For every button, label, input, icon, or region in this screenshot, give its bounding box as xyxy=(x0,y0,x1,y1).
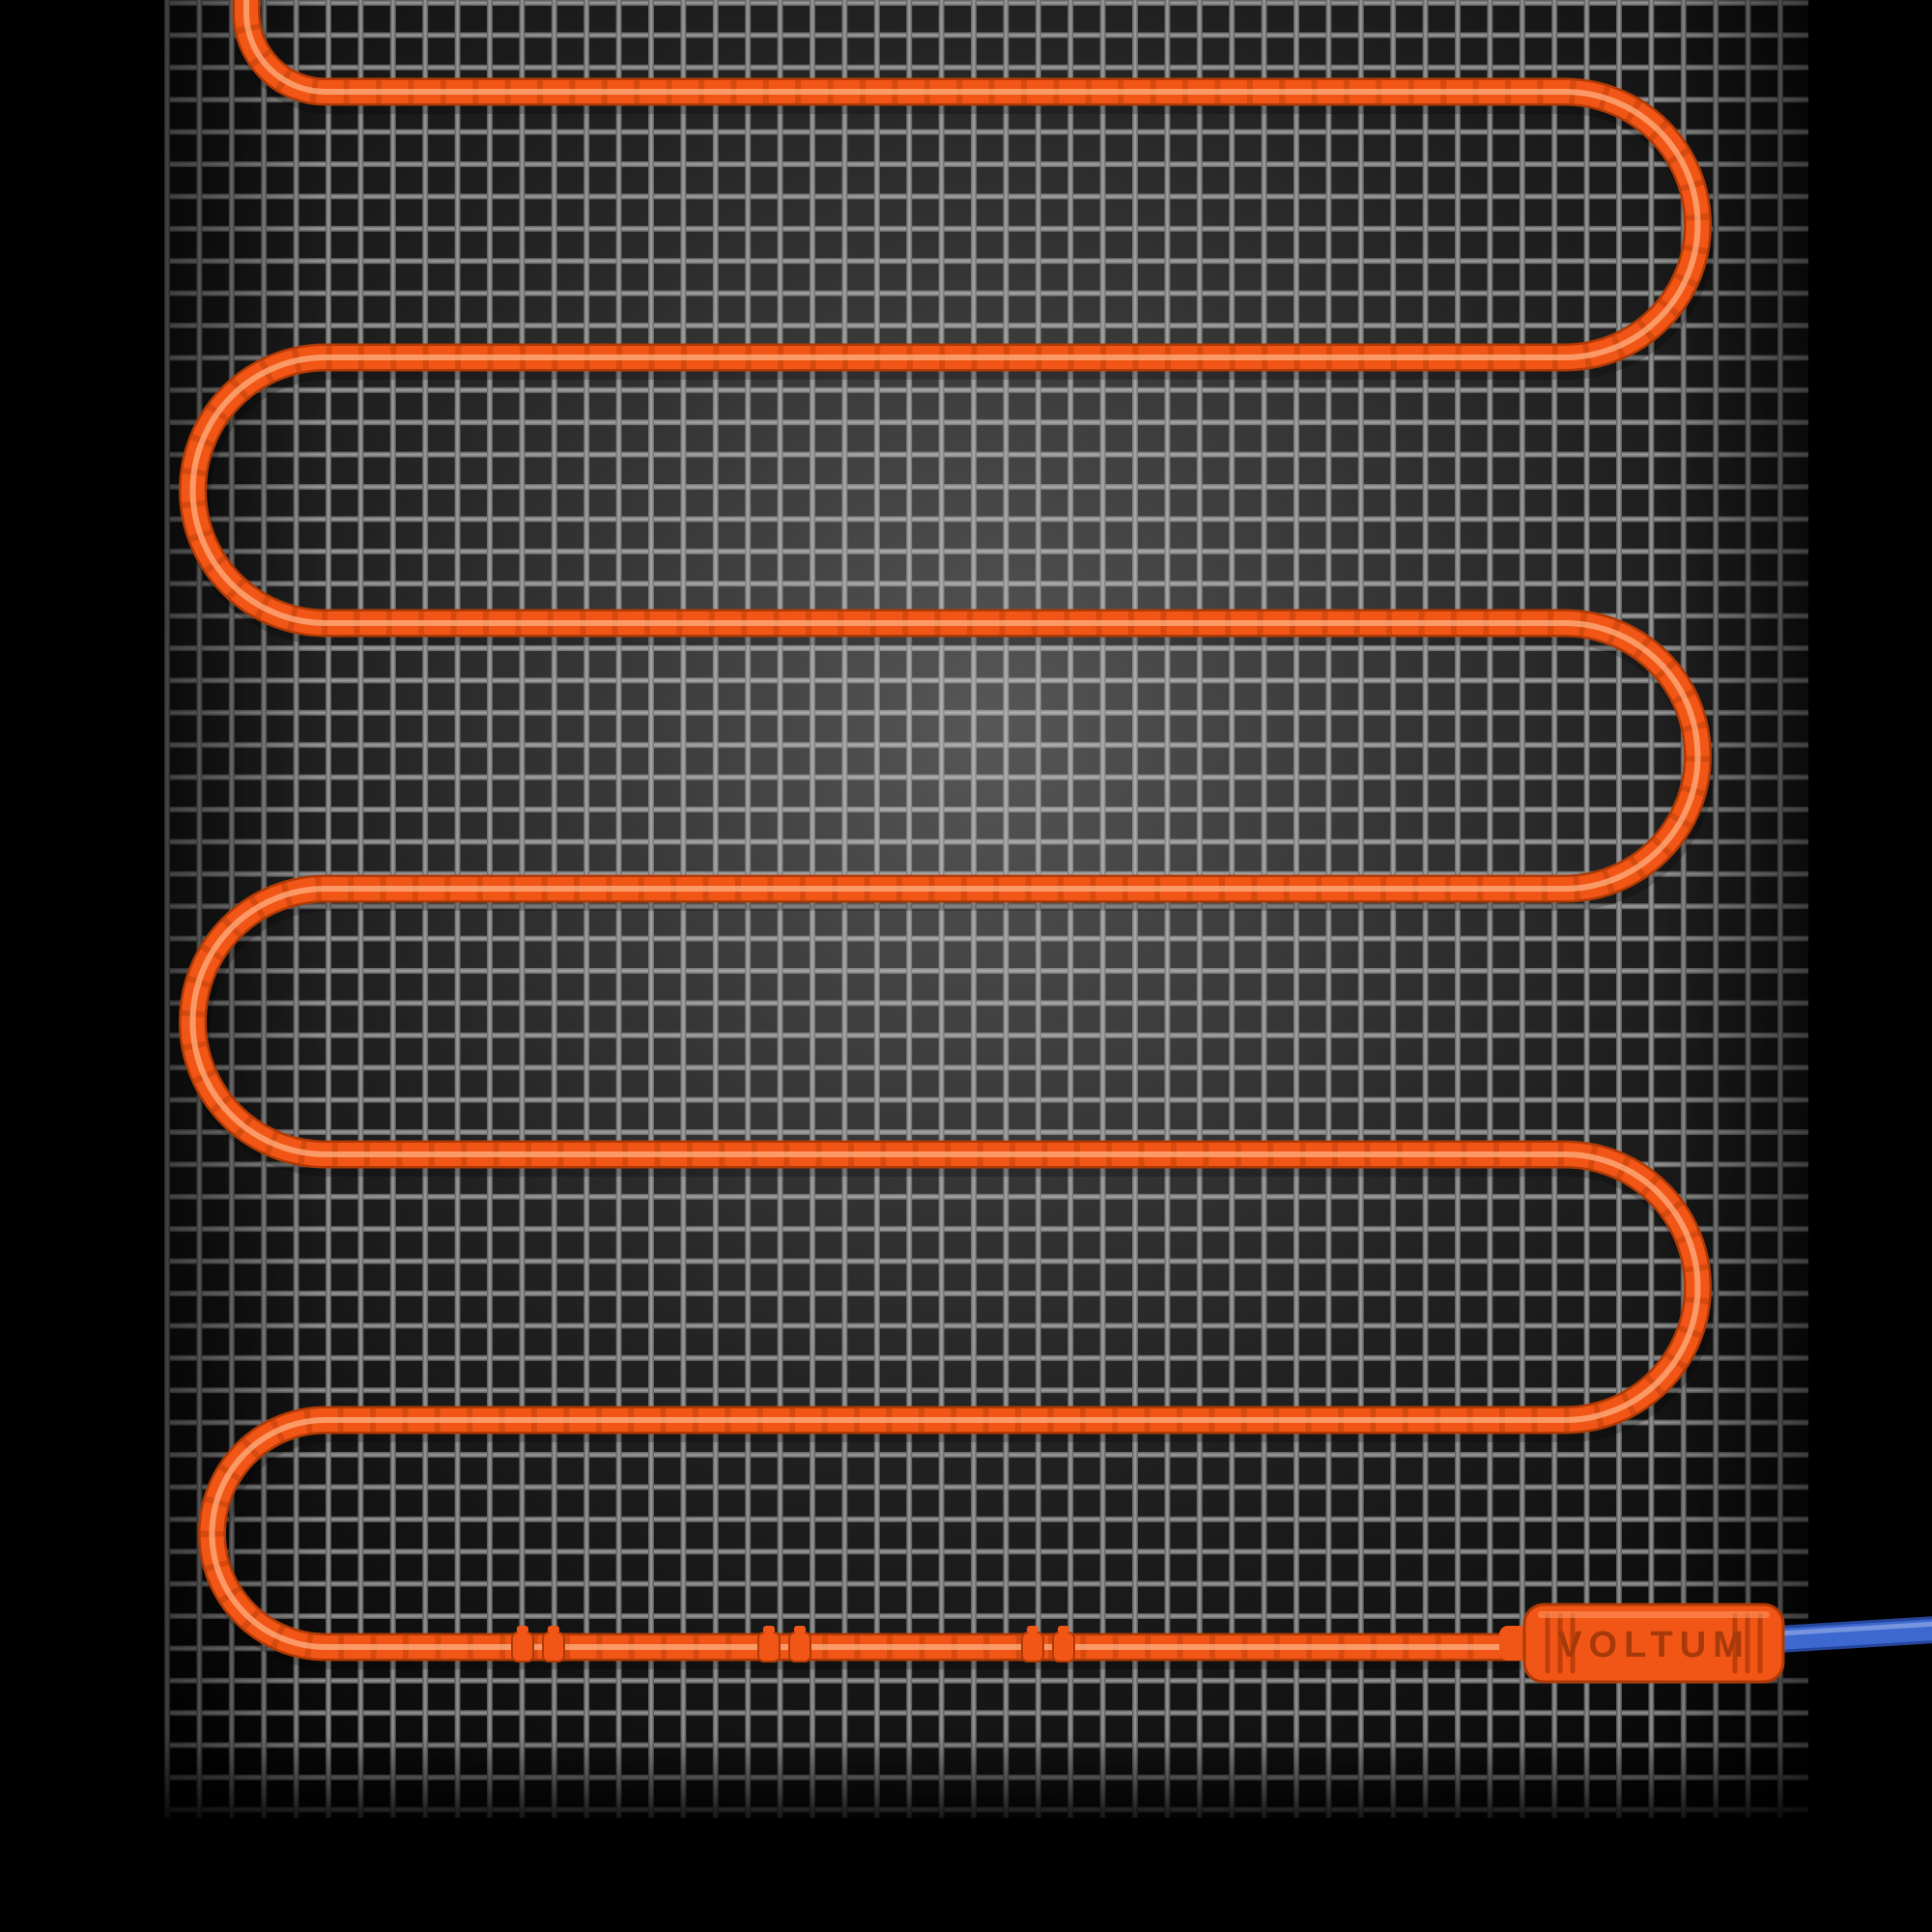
splice-tab xyxy=(1027,1626,1038,1634)
brand-label: VOLTUM xyxy=(1557,1625,1750,1665)
splice-tab xyxy=(763,1626,775,1634)
cable-splice-3 xyxy=(1021,1626,1075,1662)
connector-ridges-left xyxy=(1545,1612,1576,1674)
splice-tab xyxy=(517,1626,528,1634)
cable-splice-2 xyxy=(757,1626,811,1662)
splice-band xyxy=(757,1632,781,1662)
splice-tab xyxy=(548,1626,559,1634)
power-cord xyxy=(1764,1616,1932,1653)
splice-band xyxy=(511,1632,534,1662)
connector-body xyxy=(1522,1603,1785,1684)
heating-cable-highlight xyxy=(189,0,1701,1650)
splice-band xyxy=(1021,1632,1044,1662)
heating-cable xyxy=(179,0,1716,1669)
connector-top-highlight xyxy=(1538,1611,1770,1618)
mesh-sheen-highlight xyxy=(164,0,1808,1818)
power-cord-body xyxy=(1767,1619,1932,1650)
splice-tab xyxy=(794,1626,806,1634)
connector-ridges-right xyxy=(1732,1612,1763,1674)
splice-band xyxy=(788,1632,811,1662)
cable-splice-1 xyxy=(511,1626,565,1662)
power-cord-highlight xyxy=(1776,1621,1932,1636)
connector: VOLTUM xyxy=(1499,1603,1785,1684)
splice-band xyxy=(1052,1632,1075,1662)
splice-tab xyxy=(1058,1626,1069,1634)
mesh-bottom-fade xyxy=(164,1734,1808,1826)
mesh-grid xyxy=(164,0,1808,1826)
splice-band xyxy=(542,1632,565,1662)
